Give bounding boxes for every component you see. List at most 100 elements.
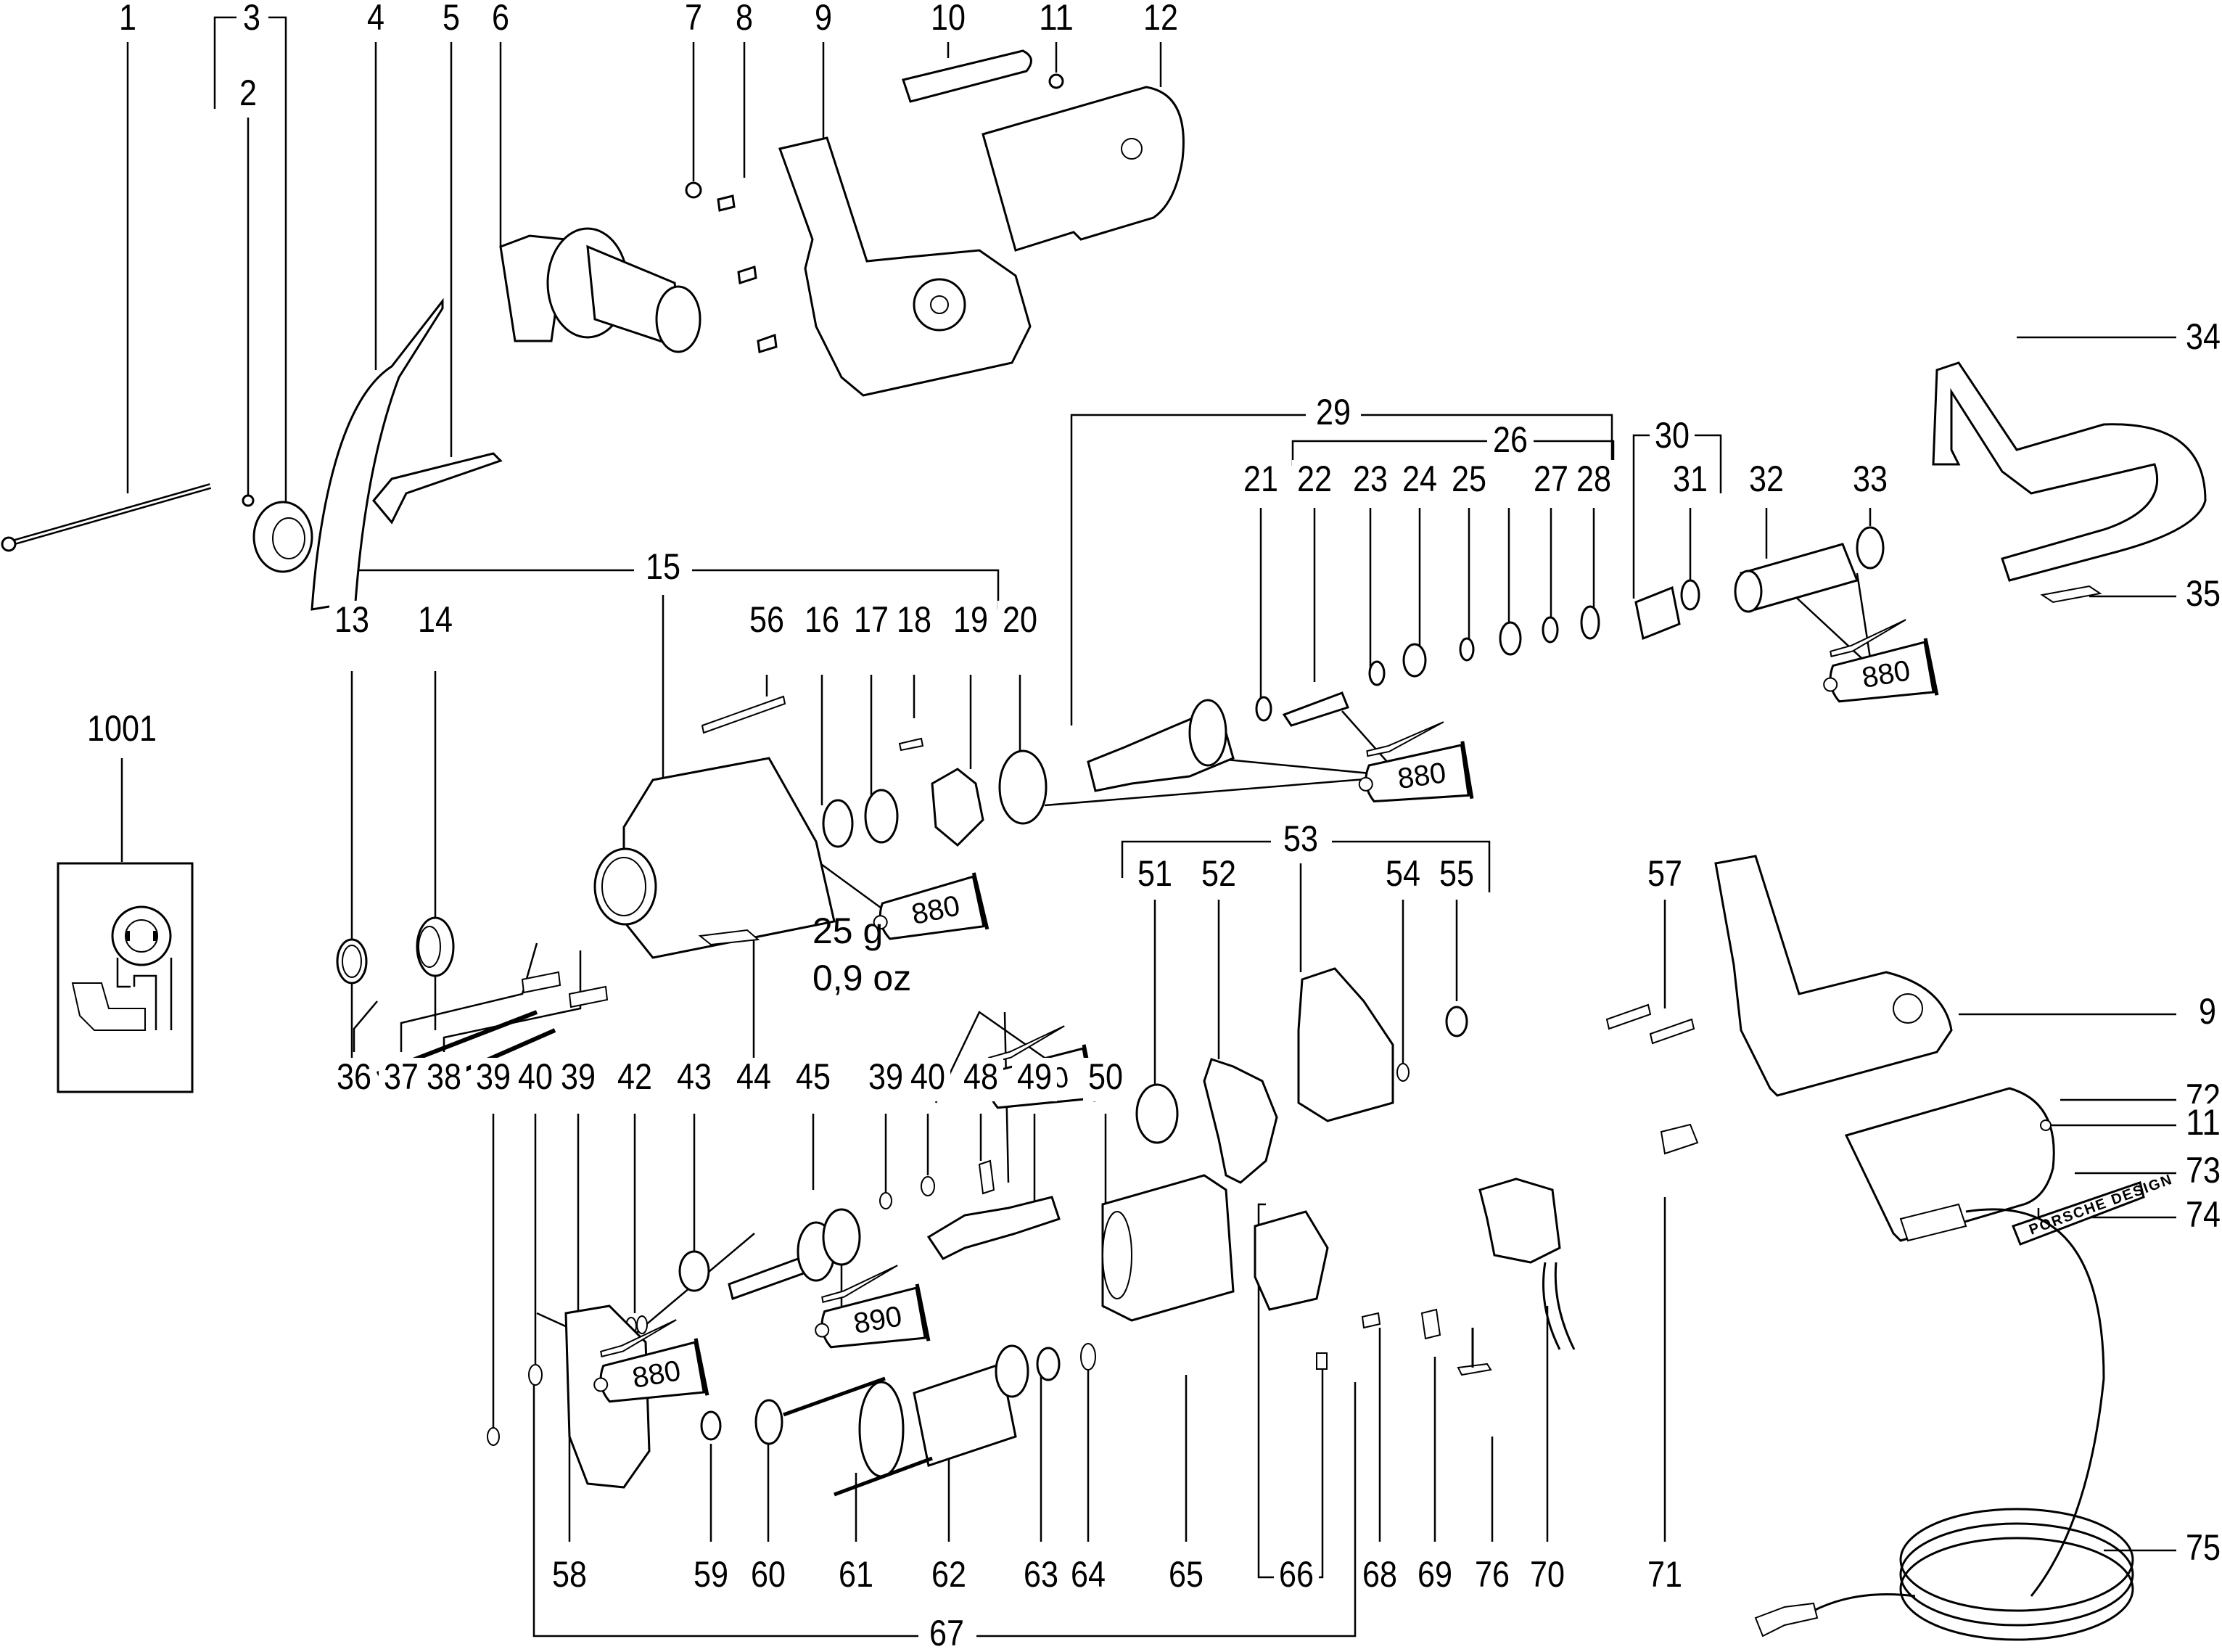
callout-50: 50 xyxy=(1088,1056,1123,1097)
callout-label-bg xyxy=(1412,1556,1457,1599)
part-21-washer xyxy=(1255,696,1272,722)
part-55-nut xyxy=(1445,1006,1468,1037)
callout-label-bg xyxy=(547,1556,592,1599)
part-28-circlip xyxy=(1580,605,1600,640)
part-6-handle xyxy=(499,227,701,353)
grease-tube: 880 xyxy=(1823,619,1939,703)
part-29-spindle xyxy=(1087,699,1235,792)
callout-14: 14 xyxy=(418,599,453,640)
callout-label-bg xyxy=(1447,460,1491,504)
callout-label-bg xyxy=(849,601,894,644)
callout-label-bg xyxy=(1083,1058,1128,1101)
part-30-adapter xyxy=(1634,585,1681,641)
callout-label-bg xyxy=(641,548,686,591)
callout-56: 56 xyxy=(749,599,784,640)
callout-36: 36 xyxy=(337,1056,371,1097)
part-57-pin xyxy=(1649,1018,1695,1045)
callout-7: 7 xyxy=(685,0,702,38)
callout-68: 68 xyxy=(1362,1554,1397,1595)
part-43-bearing xyxy=(678,1250,710,1292)
callout-label-bg xyxy=(892,601,937,644)
callout-label-bg xyxy=(791,1058,836,1101)
part-2-nut xyxy=(242,494,255,507)
part-35-plate xyxy=(2040,585,2102,604)
callout-label-bg xyxy=(612,1058,657,1101)
brush-icon xyxy=(1830,619,1906,657)
part-39-washer xyxy=(879,1192,892,1209)
callout-10: 10 xyxy=(931,0,966,38)
callout-67: 67 xyxy=(929,1613,964,1652)
part-51-ring xyxy=(1135,1083,1179,1144)
callout-label-bg xyxy=(487,0,514,42)
part-20-gear xyxy=(998,749,1048,825)
part-11-screw xyxy=(2040,1119,2052,1131)
callout-33: 33 xyxy=(1853,459,1888,499)
callout-label-bg xyxy=(81,710,163,753)
part-74-75-power-cord xyxy=(1754,1203,2134,1641)
part-brush-frame xyxy=(1254,1210,1329,1311)
callout-49: 49 xyxy=(1017,1056,1052,1097)
callout-5: 5 xyxy=(443,0,460,38)
callout-44: 44 xyxy=(736,1056,771,1097)
part-66-brush xyxy=(1316,1352,1328,1370)
callout-label-bg xyxy=(799,601,844,644)
callout-8: 8 xyxy=(736,0,753,38)
part-1-screw xyxy=(1,483,212,552)
callout-label-bg xyxy=(2181,575,2222,618)
callout-label-bg xyxy=(1470,1556,1515,1599)
callout-17: 17 xyxy=(854,599,889,640)
callout-label-bg xyxy=(1274,1556,1319,1599)
callout-label-bg xyxy=(513,1058,558,1101)
part-12-cover xyxy=(982,86,1185,252)
part-9-housing-half xyxy=(778,136,1032,397)
part-65-stator xyxy=(1101,1174,1235,1322)
callout-label-bg xyxy=(1848,460,1893,504)
callout-23: 23 xyxy=(1353,459,1388,499)
callout-70: 70 xyxy=(1530,1554,1565,1595)
callout-58: 58 xyxy=(552,1554,587,1595)
callout-3: 3 xyxy=(243,0,260,38)
part-23-washer xyxy=(1368,660,1386,686)
part-54-plug xyxy=(1396,1063,1410,1082)
callout-label-bg xyxy=(379,1058,424,1101)
callout-13: 13 xyxy=(334,599,369,640)
callout-51: 51 xyxy=(1137,853,1172,894)
callout-label-bg xyxy=(1434,855,1479,898)
callout-60: 60 xyxy=(751,1554,786,1595)
part-1001-wiring-diagram xyxy=(57,862,194,1093)
callout-label-bg xyxy=(1164,1556,1209,1599)
part-63-bearing xyxy=(1036,1347,1061,1381)
grease-tube: 880 xyxy=(1358,721,1474,803)
part-3-knob xyxy=(252,501,313,573)
callout-label-bg xyxy=(731,1058,776,1101)
callout-40: 40 xyxy=(518,1056,553,1097)
callout-label-bg xyxy=(1380,855,1425,898)
callout-label-bg xyxy=(1034,0,1079,42)
callout-35: 35 xyxy=(2186,573,2221,614)
callout-label-bg xyxy=(1357,1556,1402,1599)
callout-label-bg xyxy=(1668,460,1713,504)
part-40-nut xyxy=(921,1176,935,1196)
part-59-bushing xyxy=(700,1410,722,1441)
callout-39: 39 xyxy=(868,1056,903,1097)
callout-37: 37 xyxy=(384,1056,419,1097)
callout-26: 26 xyxy=(1493,419,1528,460)
callout-74: 74 xyxy=(2186,1194,2221,1235)
callout-73: 73 xyxy=(2186,1150,2221,1191)
callout-label-bg xyxy=(1238,460,1283,504)
callout-54: 54 xyxy=(1386,853,1420,894)
callout-label-bg xyxy=(1650,416,1695,460)
callout-9: 9 xyxy=(2199,991,2216,1032)
part-40-nut xyxy=(528,1364,543,1386)
grease-code: 880 xyxy=(1396,757,1448,795)
callout-label-bg xyxy=(1066,1556,1111,1599)
callout-22: 22 xyxy=(1297,459,1332,499)
callout-label-bg xyxy=(1397,460,1442,504)
part-34-guard-frame xyxy=(1932,361,2207,582)
callout-71: 71 xyxy=(1647,1554,1682,1595)
callout-label-bg xyxy=(744,601,789,644)
callout-label-bg xyxy=(2181,318,2222,361)
callout-label-bg xyxy=(1525,1556,1570,1599)
callout-2: 2 xyxy=(239,73,257,113)
